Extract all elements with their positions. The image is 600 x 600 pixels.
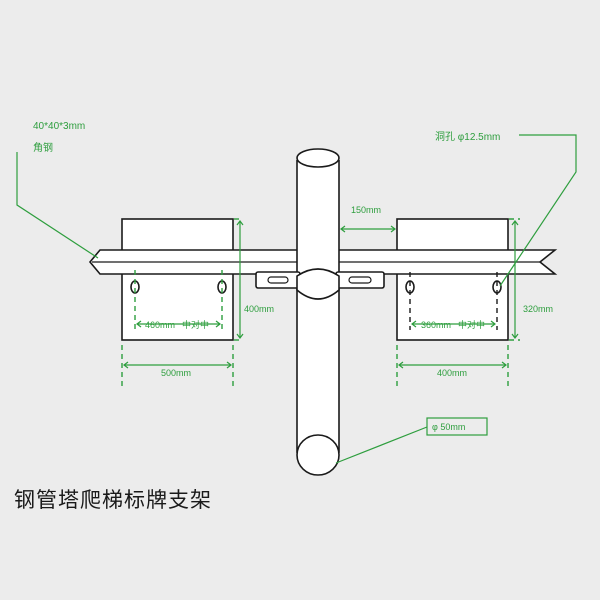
angle-steel-leader <box>16 152 99 259</box>
right-hole-note: 中对中 <box>458 319 485 330</box>
left-panel-height: 400mm <box>244 304 274 314</box>
angle-steel-size: 40*40*3mm <box>33 121 85 132</box>
hole-label: 洞孔 φ12.5mm <box>435 131 500 143</box>
clamp-band <box>296 268 340 300</box>
hole-leader <box>499 134 577 287</box>
diagram-title: 钢管塔爬梯标牌支架 <box>14 488 212 512</box>
pipe-diameter-box <box>426 417 488 436</box>
dim-arrows-right-height <box>511 220 519 339</box>
clamp-plate-right <box>335 271 385 289</box>
pipe-diameter: φ 50mm <box>432 422 465 432</box>
dim-arrows-gap <box>340 225 396 233</box>
clamp-plate-left <box>255 271 301 289</box>
right-sign-panel <box>396 218 509 341</box>
angle-steel-name: 角钢 <box>33 141 53 154</box>
dim-arrows-right-width <box>398 361 507 369</box>
dim-arrows-left-width <box>123 361 232 369</box>
gap-distance: 150mm <box>351 205 381 215</box>
right-panel-width: 400mm <box>437 368 467 378</box>
dim-arrows-left-height <box>236 220 244 339</box>
right-panel-height: 320mm <box>523 304 553 314</box>
right-hole-spacing: 360mm <box>421 320 451 330</box>
dim-arrows-left-holes <box>136 320 221 328</box>
left-panel-width: 500mm <box>161 368 191 378</box>
pipe-diameter-leader <box>335 426 428 464</box>
steel-pipe-top <box>296 148 340 168</box>
dim-arrows-right-holes <box>411 320 496 328</box>
steel-pipe-bottom <box>296 434 340 476</box>
clamp-slot-right <box>348 276 372 284</box>
left-sign-panel <box>121 218 234 341</box>
clamp-slot-left <box>267 276 289 284</box>
left-hole-note: 中对中 <box>182 319 209 330</box>
left-hole-spacing: 460mm <box>145 320 175 330</box>
steel-pipe-body <box>296 160 340 453</box>
